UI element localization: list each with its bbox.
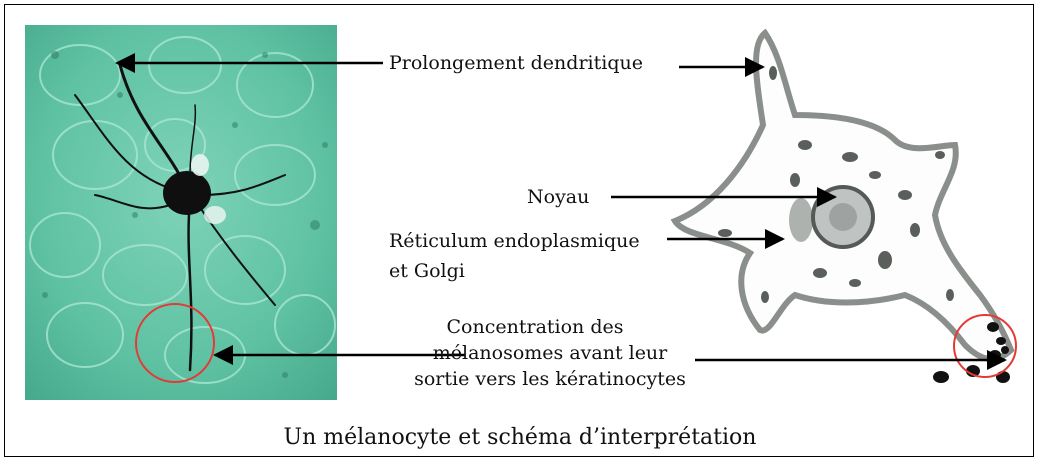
label-dendrite: Prolongement dendritique [389, 51, 643, 75]
nucleolus [829, 203, 857, 231]
label-nucleus: Noyau [527, 185, 589, 209]
reticulum-golgi [789, 198, 813, 242]
label-melanosome-line1: Concentration des [405, 315, 665, 339]
label-reticulum-line2: et Golgi [389, 259, 465, 283]
label-reticulum-line1: Réticulum endoplasmique [389, 229, 640, 253]
label-melanosome-line2: mélanosomes avant leur [405, 341, 695, 365]
figure-caption: Un mélanocyte et schéma d’interprétation [5, 425, 1035, 450]
figure-frame: Prolongement dendritique Noyau Réticulum… [4, 4, 1034, 457]
label-melanosome-line3: sortie vers les kératinocytes [405, 367, 695, 391]
